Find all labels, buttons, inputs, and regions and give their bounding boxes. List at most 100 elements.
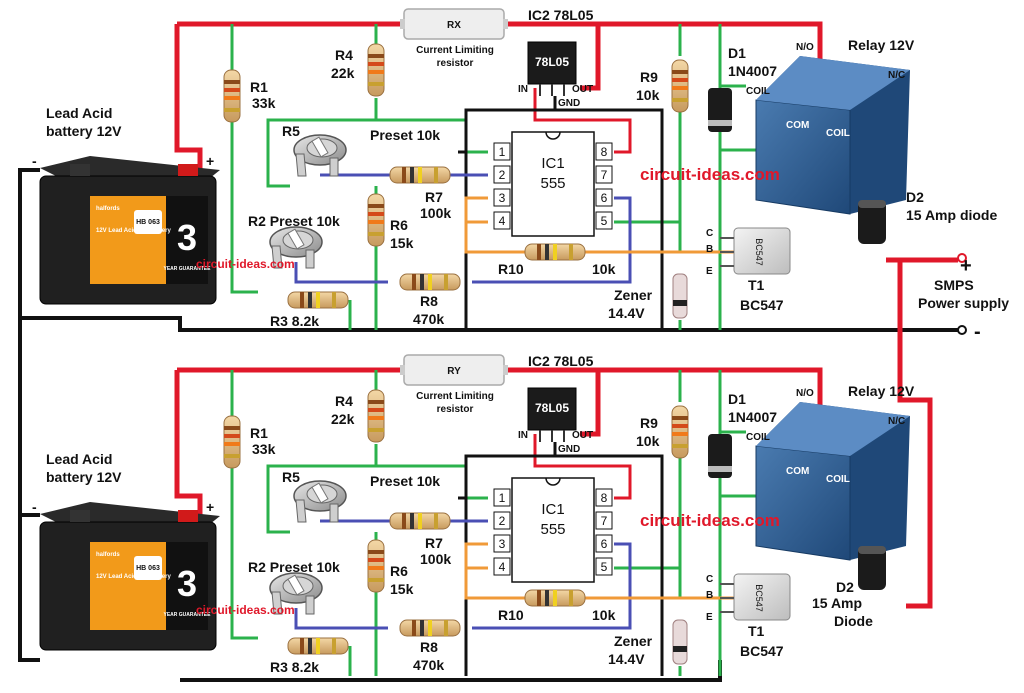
relay-coil-2-label: COIL bbox=[826, 128, 850, 139]
relay-coil-label: COIL bbox=[746, 86, 770, 97]
r5-value: Preset 10k bbox=[370, 127, 440, 143]
ic1-pin-1: 1 bbox=[499, 491, 506, 505]
component-symbol bbox=[389, 512, 451, 530]
r1-value: 33k bbox=[252, 95, 276, 111]
circuit-shape bbox=[493, 188, 511, 207]
wire bbox=[505, 21, 601, 91]
zener-value: 14.4V bbox=[608, 305, 645, 321]
ic1-pin-6: 6 bbox=[601, 191, 608, 205]
wire bbox=[472, 196, 632, 284]
r8-value: 470k bbox=[413, 311, 444, 327]
r10-value: 10k bbox=[592, 261, 616, 277]
circuit-shape bbox=[527, 41, 577, 85]
r5-value: Preset 10k bbox=[370, 473, 440, 489]
circuit-channel-2: RY Current Limiting resistor IC2 78L05 7… bbox=[32, 353, 915, 676]
limit-resistor-label-1: Current Limiting bbox=[416, 45, 494, 56]
r1-label: R1 bbox=[250, 425, 268, 441]
r9-value: 10k bbox=[636, 87, 660, 103]
component-symbol bbox=[367, 193, 385, 247]
watermark-small: circuit-ideas.com bbox=[196, 603, 295, 617]
channels: RX Current Limiting resistor IC2 78L05 7… bbox=[32, 7, 997, 676]
circuit-shape bbox=[493, 142, 511, 161]
wire bbox=[230, 24, 258, 294]
battery-plus-label: + bbox=[206, 153, 214, 169]
limit-resistor-id: RY bbox=[447, 366, 461, 377]
wire bbox=[505, 367, 601, 437]
circuit-shape bbox=[672, 273, 688, 319]
limit-resistor-label-2: resistor bbox=[437, 58, 474, 69]
circuit-shape bbox=[400, 19, 405, 29]
battery-guarantee: YEAR GUARANTEE bbox=[164, 612, 212, 618]
circuit-shape bbox=[134, 556, 162, 580]
circuit-shape bbox=[178, 164, 198, 176]
d1-value: 1N4007 bbox=[728, 63, 777, 79]
regulator-gnd-label: GND bbox=[558, 444, 580, 455]
battery-label-1: Lead Acid bbox=[46, 105, 112, 121]
ic1-pin-2: 2 bbox=[499, 168, 506, 182]
regulator-out-label: OUT bbox=[572, 84, 593, 95]
ic1-label: IC1 bbox=[541, 155, 564, 172]
circuit-shape bbox=[400, 365, 405, 375]
ic1-pin-1: 1 bbox=[499, 145, 506, 159]
battery-minus-label: - bbox=[32, 499, 37, 515]
d1-value: 1N4007 bbox=[728, 409, 777, 425]
wire bbox=[294, 262, 388, 284]
circuit-shape bbox=[493, 165, 511, 184]
ic1-pin-2: 2 bbox=[499, 514, 506, 528]
circuit-shape bbox=[70, 164, 90, 176]
r9-value: 10k bbox=[636, 433, 660, 449]
t1-c-label: C bbox=[706, 228, 713, 239]
relay-com-label: COM bbox=[786, 466, 809, 477]
ic1-pin-6: 6 bbox=[601, 537, 608, 551]
component-symbol bbox=[367, 389, 385, 443]
relay-nc-label: N/C bbox=[888, 416, 905, 427]
circuit-shape bbox=[503, 365, 508, 375]
circuit-shape bbox=[493, 211, 511, 230]
wire bbox=[266, 444, 378, 534]
wire bbox=[472, 542, 632, 630]
r6-value: 15k bbox=[390, 581, 414, 597]
zener-value: 14.4V bbox=[608, 651, 645, 667]
limit-resistor-label-2: resistor bbox=[437, 404, 474, 415]
battery-label-1: Lead Acid bbox=[46, 451, 112, 467]
circuit-shape bbox=[493, 488, 511, 507]
circuit-shape bbox=[493, 534, 511, 553]
smps-label-1: SMPS bbox=[934, 277, 974, 293]
watermark: circuit-ideas.com bbox=[640, 165, 780, 184]
circuit-shape bbox=[511, 131, 595, 237]
r8-label: R8 bbox=[420, 639, 438, 655]
component-symbol bbox=[223, 415, 241, 469]
circuit-shape bbox=[756, 56, 910, 110]
r9-label: R9 bbox=[640, 69, 658, 85]
ic1-pin-5: 5 bbox=[601, 214, 608, 228]
ic1-pin-4: 4 bbox=[499, 560, 506, 574]
r3-label: R3 8.2k bbox=[270, 659, 319, 675]
circuit-shape bbox=[595, 488, 613, 507]
component-symbol bbox=[367, 539, 385, 593]
regulator-in-label: IN bbox=[518, 84, 528, 95]
relay-no-label: N/O bbox=[796, 388, 814, 399]
wire bbox=[598, 21, 823, 62]
d1-label: D1 bbox=[728, 45, 746, 61]
ic1-pin-3: 3 bbox=[499, 191, 506, 205]
battery-code: HB 063 bbox=[136, 565, 160, 572]
watermark: circuit-ideas.com bbox=[640, 511, 780, 530]
d2-value: 15 Amp bbox=[812, 595, 862, 611]
r7-label: R7 bbox=[425, 535, 443, 551]
circuit-shape bbox=[708, 120, 732, 126]
relay-label: Relay 12V bbox=[848, 383, 915, 399]
r10-value: 10k bbox=[592, 607, 616, 623]
relay-coil-2-label: COIL bbox=[826, 474, 850, 485]
r2-label: R2 Preset 10k bbox=[248, 213, 340, 229]
component-symbol bbox=[399, 273, 461, 291]
ic1-pin-8: 8 bbox=[601, 145, 608, 159]
regulator-chip-marking: 78L05 bbox=[535, 55, 569, 69]
circuit-shape bbox=[708, 466, 732, 472]
zener-label: Zener bbox=[614, 633, 653, 649]
r6-value: 15k bbox=[390, 235, 414, 251]
circuit-shape bbox=[166, 542, 208, 630]
circuit-shape bbox=[511, 477, 595, 583]
relay-label: Relay 12V bbox=[848, 37, 915, 53]
circuit-shape bbox=[545, 131, 561, 140]
